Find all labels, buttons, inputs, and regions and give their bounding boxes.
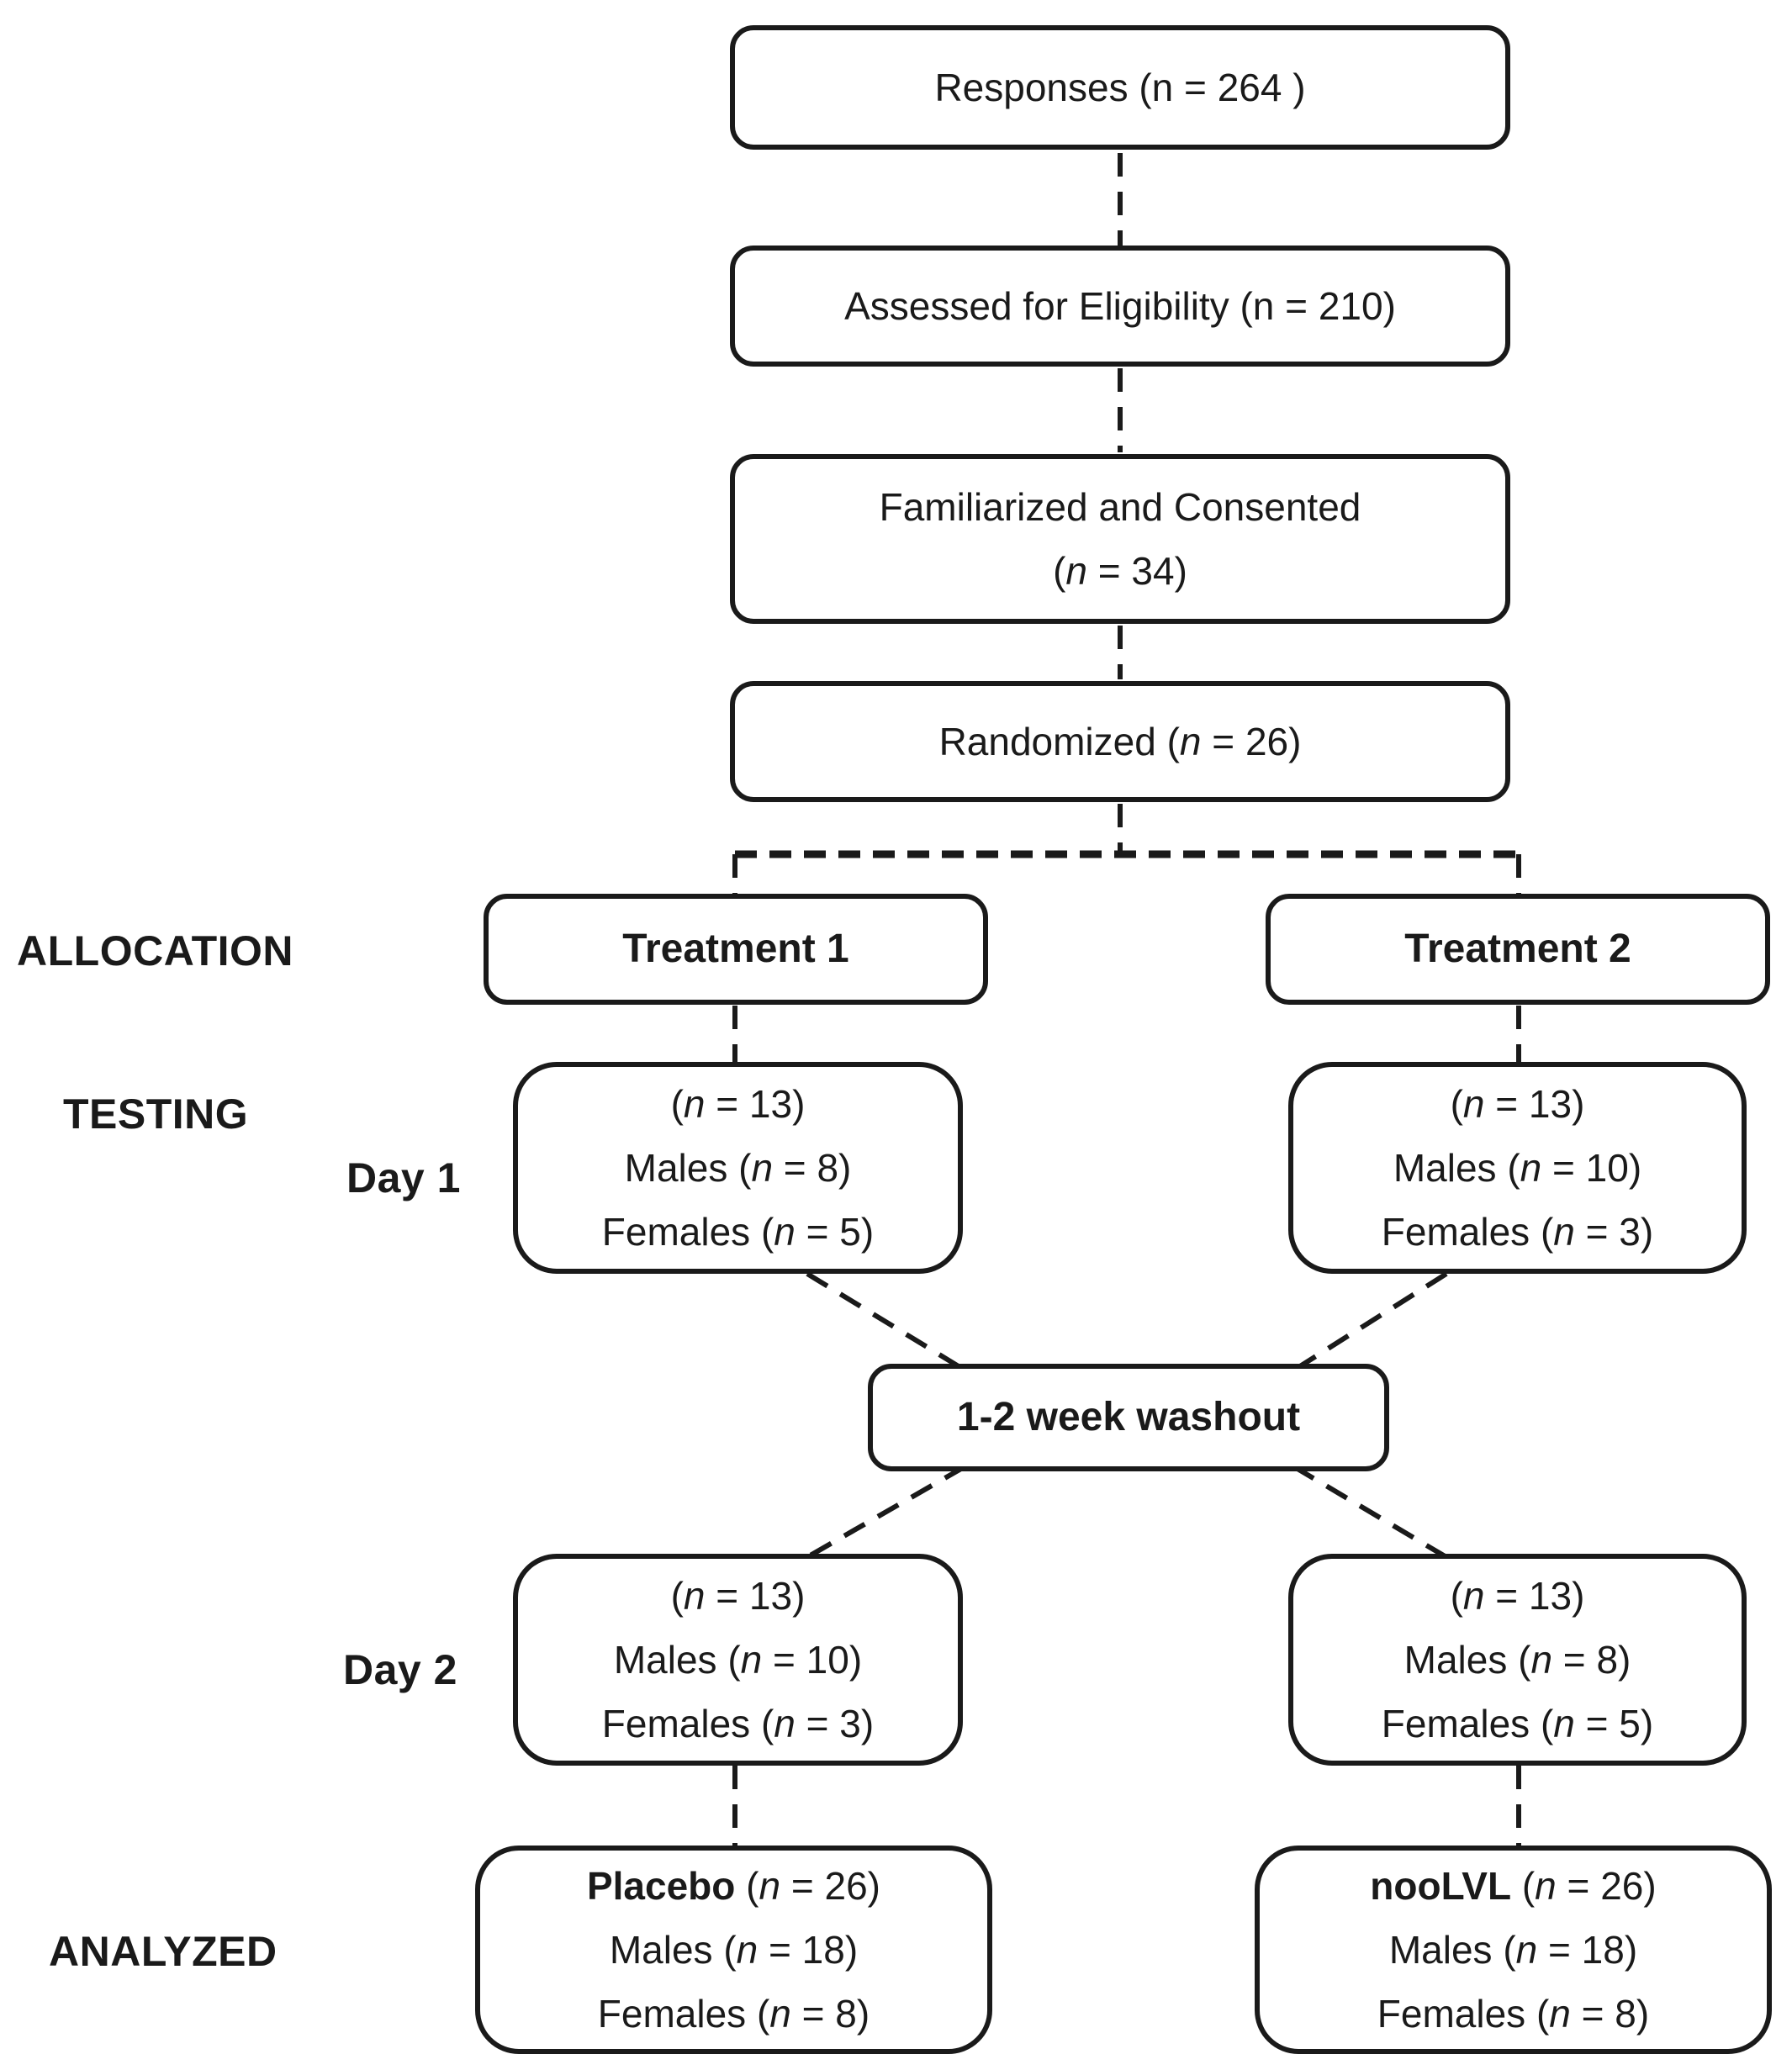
analyzed-placebo-title: Placebo (n = 26) xyxy=(587,1854,880,1918)
analyzed-placebo-females: Females (n = 8) xyxy=(597,1992,870,2036)
box-analyzed-noolvl: nooLVL (n = 26) Males (n = 18) Females (… xyxy=(1255,1846,1772,2054)
box-responses: Responses (n = 264 ) xyxy=(730,25,1510,150)
box-day1-treatment2: (n = 13) Males (n = 10) Females (n = 3) xyxy=(1288,1062,1747,1274)
day2-t2-females: Females (n = 5) xyxy=(1381,1702,1654,1745)
day1-label: Day 1 xyxy=(346,1154,461,1201)
day2-label: Day 2 xyxy=(343,1646,457,1693)
box-treatment-2: Treatment 2 xyxy=(1266,894,1770,1005)
placebo-group-n: (n = 26) xyxy=(735,1864,881,1908)
assessed-text: Assessed for Eligibility (n = 210) xyxy=(844,284,1396,328)
day2-t1-males: Males (n = 10) xyxy=(613,1638,863,1682)
box-treatment-1: Treatment 1 xyxy=(484,894,988,1005)
familiarized-line1: Familiarized and Consented xyxy=(879,485,1361,529)
box-familiarized-consented: Familiarized and Consented (n = 34) xyxy=(730,454,1510,624)
box-analyzed-placebo: Placebo (n = 26) Males (n = 18) Females … xyxy=(475,1846,992,2054)
day2-t1-n: (n = 13) xyxy=(670,1574,806,1618)
treatment1-title: Treatment 1 xyxy=(622,927,849,971)
box-day2-treatment1: (n = 13) Males (n = 10) Females (n = 3) xyxy=(513,1554,963,1766)
day1-t1-n: (n = 13) xyxy=(670,1082,806,1126)
box-day1-treatment1: (n = 13) Males (n = 8) Females (n = 5) xyxy=(513,1062,963,1274)
noolvl-group-name: nooLVL xyxy=(1370,1864,1512,1908)
day1-t1-males: Males (n = 8) xyxy=(624,1146,852,1190)
day2-t2-males: Males (n = 8) xyxy=(1403,1638,1631,1682)
treatment2-title: Treatment 2 xyxy=(1404,927,1631,971)
day1-t2-females: Females (n = 3) xyxy=(1381,1210,1654,1254)
randomized-text: Randomized (n = 26) xyxy=(938,720,1302,763)
analyzed-noolvl-title: nooLVL (n = 26) xyxy=(1370,1854,1656,1918)
day1-t1-females: Females (n = 5) xyxy=(601,1210,875,1254)
noolvl-group-n: (n = 26) xyxy=(1511,1864,1657,1908)
day2-t2-n: (n = 13) xyxy=(1450,1574,1585,1618)
analyzed-placebo-males: Males (n = 18) xyxy=(609,1928,859,1972)
box-day2-treatment2: (n = 13) Males (n = 8) Females (n = 5) xyxy=(1288,1554,1747,1766)
familiarized-line2: (n = 34) xyxy=(1053,549,1187,593)
responses-text: Responses (n = 264 ) xyxy=(934,66,1306,109)
box-assessed-eligibility: Assessed for Eligibility (n = 210) xyxy=(730,246,1510,367)
analyzed-noolvl-males: Males (n = 18) xyxy=(1388,1928,1638,1972)
box-washout: 1-2 week washout xyxy=(868,1364,1389,1471)
washout-text: 1-2 week washout xyxy=(956,1395,1301,1439)
testing-label: TESTING xyxy=(63,1090,249,1138)
analyzed-noolvl-females: Females (n = 8) xyxy=(1377,1992,1650,2036)
allocation-label: ALLOCATION xyxy=(17,927,294,974)
day1-t2-males: Males (n = 10) xyxy=(1393,1146,1642,1190)
analyzed-label: ANALYZED xyxy=(49,1928,278,1975)
box-randomized: Randomized (n = 26) xyxy=(730,681,1510,802)
day2-t1-females: Females (n = 3) xyxy=(601,1702,875,1745)
day1-t2-n: (n = 13) xyxy=(1450,1082,1585,1126)
placebo-group-name: Placebo xyxy=(586,1864,736,1908)
